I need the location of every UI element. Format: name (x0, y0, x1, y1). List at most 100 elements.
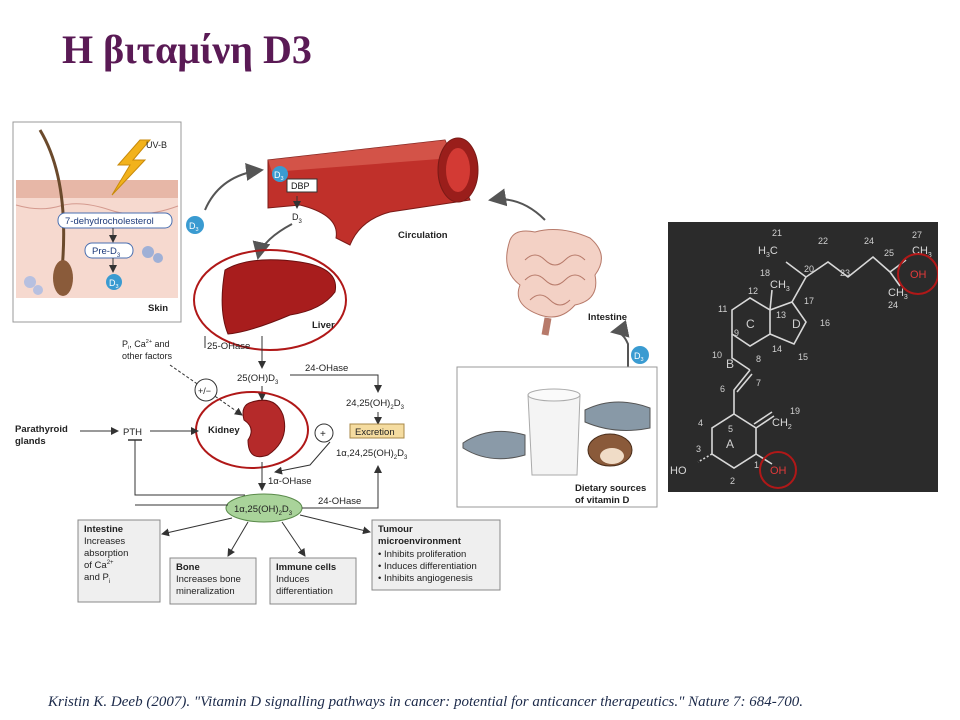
factors-and: and (152, 339, 170, 349)
skin-label: Skin (148, 303, 168, 314)
liver-highlight (193, 249, 347, 351)
plus-symbol: + (320, 429, 326, 440)
svg-text:CH2: CH2 (772, 417, 792, 431)
skin-badge-sub: 3 (196, 227, 199, 233)
svg-text:24,25(OH)2D3: 24,25(OH)2D3 (346, 398, 405, 411)
excretion-label: Excretion (355, 427, 395, 438)
atom-3: 3 (696, 444, 701, 454)
atom-4: 4 (698, 418, 703, 428)
effect-intestine-line4: and P (84, 572, 109, 583)
calcitriol-label: 1α,25(OH) (234, 504, 279, 515)
svg-text:Pi, Ca2+ and: Pi, Ca2+ and (122, 339, 170, 351)
ring-c-label: C (746, 317, 755, 331)
svg-text:and Pi: and Pi (84, 572, 110, 585)
atom-7: 7 (756, 378, 761, 388)
uvb-label: UV-B (146, 140, 167, 150)
h3c-h: H (758, 245, 766, 257)
vitamin-d-pathway-diagram: UV-B 7-dehydrocholesterol Pre-D3 D3 Skin… (12, 121, 658, 605)
kidney-organ (242, 399, 286, 458)
dietary-label-line2: of vitamin D (575, 495, 630, 506)
trihydroxy-sub: 2 (394, 455, 398, 461)
trihydroxy-end-sub: 3 (404, 455, 408, 461)
ch3-18-sub: 3 (786, 286, 790, 293)
ch2-sub: 2 (788, 424, 792, 431)
pth-label: PTH (123, 427, 142, 438)
effect-tumour-bullet1: • Inhibits proliferation (378, 549, 466, 560)
liver-25ohase-label: 25-OHase (207, 341, 250, 352)
oh2425-end: D (394, 398, 401, 409)
atom-27: 27 (912, 230, 922, 240)
svg-text:25(OH)D3: 25(OH)D3 (237, 373, 279, 386)
oh25d3-label: 25(OH)D (237, 373, 275, 384)
svg-text:D3: D3 (274, 170, 284, 182)
blood-vessel (267, 137, 479, 246)
ch3-18: CH (770, 279, 786, 291)
svg-text:1α,25(OH)2D3: 1α,25(OH)2D3 (234, 504, 293, 517)
ch3-26-sub: 3 (904, 294, 908, 301)
calcitriol-end: D (282, 504, 289, 515)
effect-immune-line1: Induces (276, 574, 310, 585)
effect-bone-title: Bone (176, 562, 200, 573)
skin-d3-label: D (109, 278, 116, 288)
svg-text:CH3: CH3 (770, 279, 790, 293)
effect-intestine-line2: absorption (84, 548, 128, 559)
effect-bone-line2: mineralization (176, 586, 235, 597)
svg-text:D3: D3 (292, 212, 303, 225)
effect-immune-line2: differentiation (276, 586, 333, 597)
h3c-sub: 3 (766, 252, 770, 259)
atom-19: 19 (790, 406, 800, 416)
ring-d-label: D (792, 317, 801, 331)
skin-d3-sub: 3 (116, 284, 119, 290)
dbp-label: DBP (291, 181, 310, 191)
liver-label: Liver (312, 320, 335, 331)
atom-22: 22 (818, 236, 828, 246)
svg-text:D3: D3 (634, 351, 644, 363)
liver-organ (221, 259, 337, 335)
svg-text:of Ca2+: of Ca2+ (84, 560, 114, 571)
atom-8: 8 (756, 354, 761, 364)
ch3-top-sub: 3 (928, 252, 932, 259)
circulation-d3-sub: 3 (299, 219, 303, 225)
atom-23: 23 (840, 268, 850, 278)
atom-13: 13 (776, 310, 786, 320)
factors-pi: P (122, 339, 128, 349)
atom-21: 21 (772, 228, 782, 238)
ring-a-label: A (726, 437, 734, 451)
ohase24-top-label: 24-OHase (305, 363, 348, 374)
oh-group-c25: OH (910, 269, 927, 281)
intestine-badge-label: D (634, 351, 641, 361)
atom-11: 11 (718, 304, 727, 314)
intestine-badge-sub: 3 (641, 357, 644, 363)
svg-text:D3: D3 (109, 278, 119, 290)
atom-15: 15 (798, 352, 808, 362)
effect-intestine-line1: Increases (84, 536, 125, 547)
dietary-sources-panel (456, 366, 658, 508)
effect-intestine-p-sub: i (109, 579, 110, 585)
atom-6: 6 (720, 384, 725, 394)
ch2-group: CH (772, 417, 788, 429)
atom-25: 25 (884, 248, 894, 258)
effect-intestine-line3: of Ca (84, 560, 107, 571)
h3c-c: C (770, 245, 778, 257)
effect-intestine-ca-sup: 2+ (107, 560, 114, 566)
circulation-label: Circulation (398, 230, 448, 241)
trihydroxy-label: 1α,24,25(OH) (336, 448, 394, 459)
parathyroid-line1: Parathyroid (15, 424, 68, 435)
effect-intestine-title: Intestine (84, 524, 123, 535)
intestine-organ (506, 229, 602, 336)
atom-26: 24 (888, 300, 898, 310)
factors-ca-sup: 2+ (146, 339, 152, 345)
effect-tumour-title2: microenvironment (378, 536, 462, 547)
ohase24-bottom-label: 24-OHase (318, 496, 361, 507)
atom-17: 17 (804, 296, 814, 306)
svg-text:D3: D3 (189, 221, 199, 233)
citation: Kristin K. Deeb (2007). "Vitamin D signa… (48, 694, 804, 710)
effect-tumour-title1: Tumour (378, 524, 413, 535)
parathyroid-line2: glands (15, 436, 46, 447)
circulation-d3-label: D (292, 212, 299, 222)
plus-minus-symbol: +/− (198, 386, 211, 396)
oh25d3-sub: 3 (275, 380, 279, 386)
dehydrocholesterol-label: 7-dehydrocholesterol (65, 216, 154, 227)
lightning-icon (111, 139, 152, 196)
factors-line2: other factors (122, 351, 173, 361)
